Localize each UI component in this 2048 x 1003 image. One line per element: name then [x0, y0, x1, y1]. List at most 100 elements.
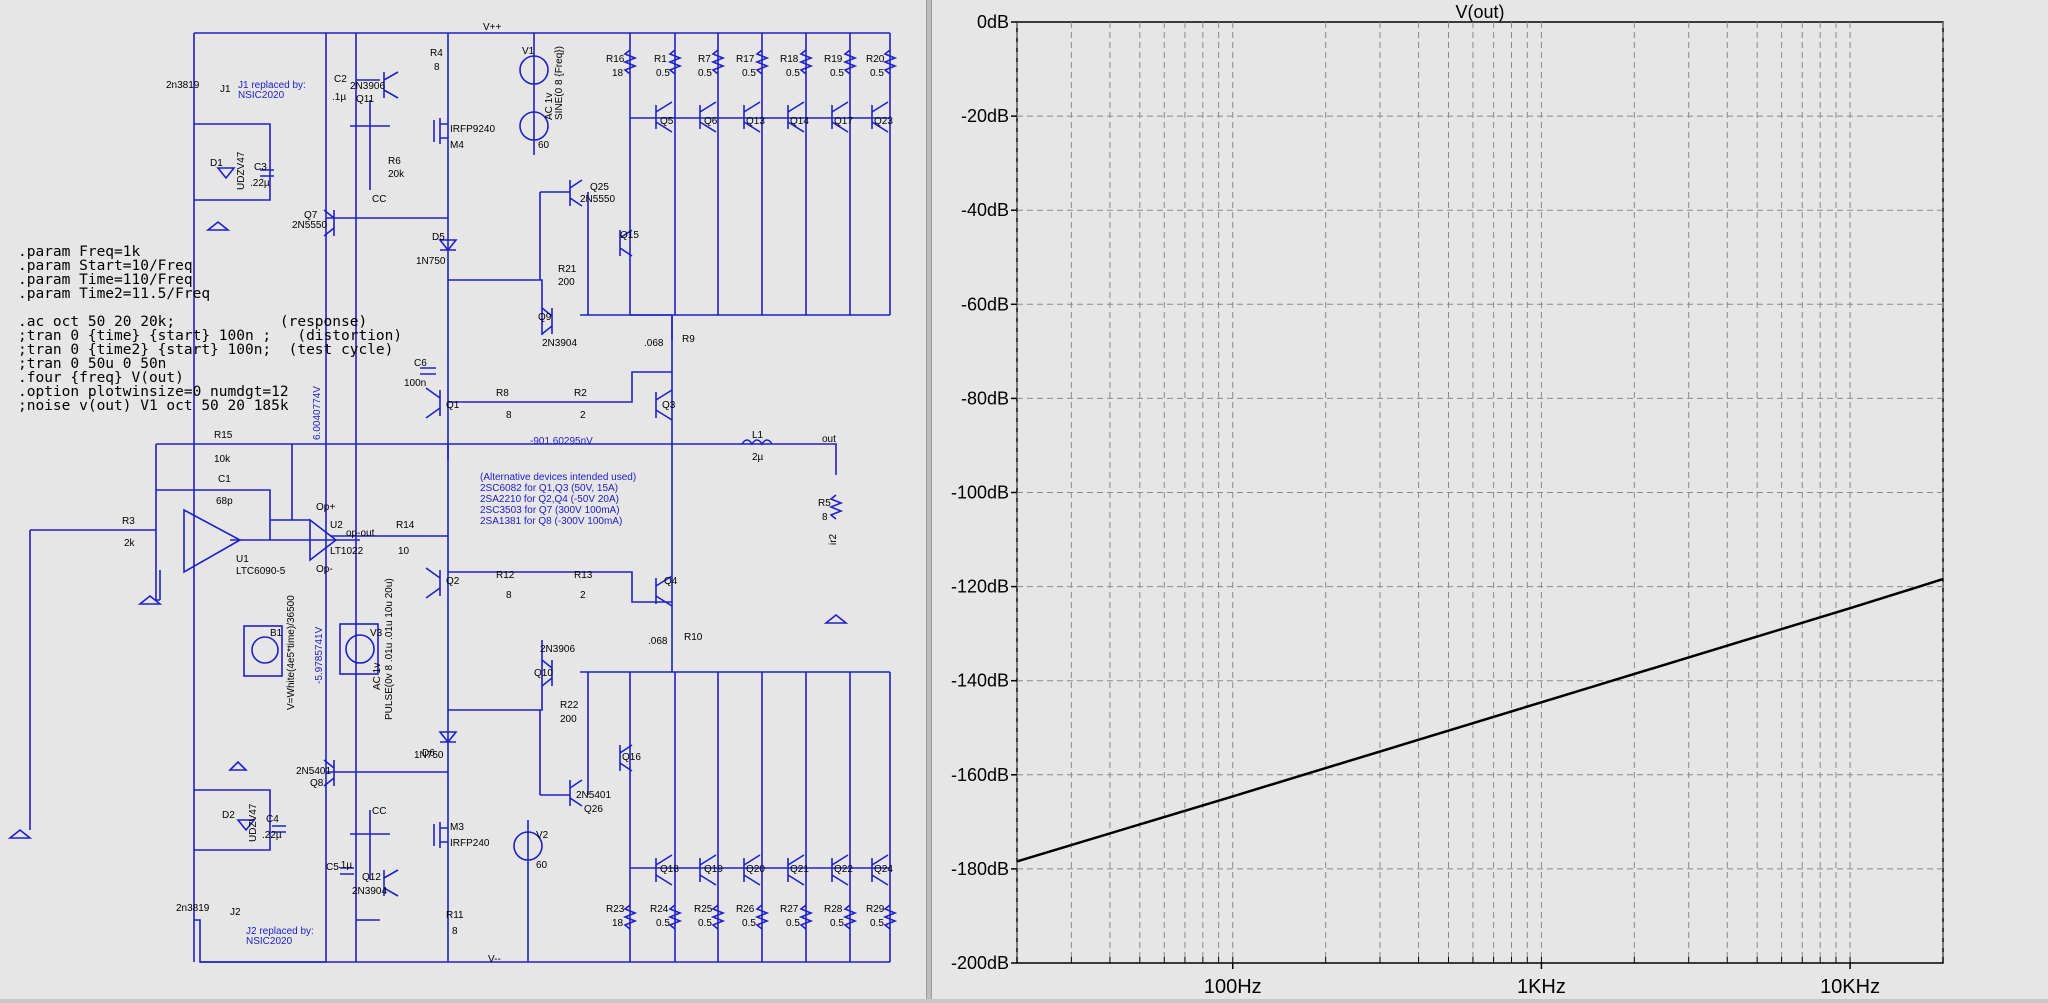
- directive-line-8: ;tran 0 {time2} {start} 100n; (test cycl…: [18, 342, 393, 358]
- label-r4-val: 8: [434, 62, 440, 73]
- label-r-top-3-val: 0.5: [698, 68, 712, 79]
- label-r8-val: 8: [506, 410, 512, 421]
- label-c5: C5: [326, 862, 339, 873]
- directive-line-11: .option plotwinsize=0 numdgt=12: [18, 384, 289, 400]
- schematic-pane[interactable]: V++ V-- out op-out CC CC Op+ Op- -901.60…: [0, 0, 926, 1003]
- label-c3-val: .22µ: [250, 178, 270, 189]
- label-q1: Q1: [446, 400, 460, 411]
- label-q25: Q25: [590, 182, 609, 193]
- label-r-bot-4-name: R26: [736, 904, 755, 915]
- voltage-label-op-neg: -5.9785741V: [314, 626, 325, 684]
- label-r3: R3: [122, 516, 135, 527]
- label-q12: Q12: [362, 872, 381, 883]
- label-r-top-2-name: R1: [654, 54, 667, 65]
- label-r-top-1-val: 18: [612, 68, 624, 79]
- label-r-bot-2-val: 0.5: [656, 918, 670, 929]
- net-label-op-neg: Op-: [316, 564, 333, 575]
- label-r-top-5-val: 0.5: [786, 68, 800, 79]
- label-b1: B1: [270, 628, 283, 639]
- net-label-op-pos: Op+: [316, 502, 335, 513]
- label-d1-part: UDZV47: [236, 151, 247, 190]
- label-r4: R4: [430, 48, 443, 59]
- label-r22-val: 200: [560, 714, 577, 725]
- pane-splitter[interactable]: [926, 0, 932, 1003]
- y-tick-label: -40dB: [961, 200, 1009, 220]
- label-r-bot-3-name: R25: [694, 904, 713, 915]
- label-c1-val: 68p: [216, 496, 233, 507]
- waveform-plot[interactable]: 0dB-20dB-40dB-60dB-80dB-100dB-120dB-140d…: [932, 0, 2048, 1003]
- label-v1: V1: [522, 46, 535, 57]
- net-label-cc-top: CC: [372, 194, 386, 205]
- label-r14-val: 10: [398, 546, 410, 557]
- label-d5-part: 1N750: [416, 256, 446, 267]
- y-tick-label: -100dB: [951, 483, 1009, 503]
- label-d1: D1: [210, 158, 223, 169]
- y-tick-label: -180dB: [951, 859, 1009, 879]
- schematic-canvas[interactable]: V++ V-- out op-out CC CC Op+ Op- -901.60…: [0, 0, 926, 1003]
- label-r14: R14: [396, 520, 415, 531]
- label-q-bot-5: Q22: [834, 864, 853, 875]
- label-m3-part: IRFP240: [450, 838, 490, 849]
- label-r2: R2: [574, 388, 587, 399]
- spice-directives[interactable]: .param Freq=1k .param Start=10/Freq .par…: [18, 244, 402, 414]
- label-r-bot-7-name: R29: [866, 904, 885, 915]
- label-j2: J2: [230, 907, 241, 918]
- label-r12-val: 8: [506, 590, 512, 601]
- label-r-bot-7-val: 0.5: [870, 918, 884, 929]
- label-r-bot-2-name: R24: [650, 904, 669, 915]
- label-m3: M3: [450, 822, 464, 833]
- label-q9-part: 2N3904: [542, 338, 577, 349]
- label-r21-val: 200: [558, 277, 575, 288]
- plot-title: V(out): [1455, 2, 1504, 22]
- directive-line-2: .param Start=10/Freq: [18, 258, 193, 274]
- label-q12-part: 2N3904: [352, 886, 387, 897]
- label-q4: Q4: [664, 576, 678, 587]
- label-q-bot-1: Q18: [660, 864, 679, 875]
- label-r-top-5-name: R18: [780, 54, 799, 65]
- label-v3-pulse: PULSE(0v 8 .01u .01u 10u 20u): [384, 578, 395, 720]
- label-v1-sine: SINE(0 8 {Freq}): [554, 46, 565, 120]
- j1-note-line-1: J1 replaced by:: [238, 80, 306, 91]
- voltage-label-out: -901.60295nV: [530, 436, 593, 447]
- label-q-bot-6: Q24: [874, 864, 893, 875]
- label-c4: C4: [266, 814, 279, 825]
- net-label-opout: op-out: [346, 528, 375, 539]
- label-r6-val: 20k: [388, 169, 405, 180]
- label-r2-val: 2: [580, 410, 586, 421]
- label-v2: V2: [536, 830, 549, 841]
- y-tick-label: -200dB: [951, 953, 1009, 973]
- label-m4-part: IRFP9240: [450, 124, 495, 135]
- label-j1-part: 2n3819: [166, 80, 200, 91]
- label-v1-ac: AC 1v: [544, 93, 555, 120]
- label-c2: C2: [334, 74, 347, 85]
- alt-note-line-5: 2SA1381 for Q8 (-300V 100mA): [480, 516, 622, 527]
- label-m4: M4: [450, 140, 464, 151]
- plot-ticks: 0dB-20dB-40dB-60dB-80dB-100dB-120dB-140d…: [951, 12, 1944, 998]
- label-r-top-2-val: 0.5: [656, 68, 670, 79]
- label-r10-val: .068: [648, 636, 668, 647]
- label-r9: R9: [682, 334, 695, 345]
- label-c1: C1: [218, 474, 231, 485]
- x-tick-label: 10KHz: [1820, 976, 1880, 998]
- label-v2-val: 60: [536, 860, 548, 871]
- j2-note-line-1: J2 replaced by:: [246, 926, 314, 937]
- directive-line-12: ;noise v(out) V1 oct 50 20 185k: [18, 398, 289, 414]
- label-r-top-4-val: 0.5: [742, 68, 756, 79]
- label-r-top-6-name: R19: [824, 54, 843, 65]
- label-r-top-7-name: R20: [866, 54, 885, 65]
- label-q7-part: 2N5550: [292, 220, 327, 231]
- y-tick-label: -140dB: [951, 671, 1009, 691]
- label-r-bot-3-val: 0.5: [698, 918, 712, 929]
- label-q-top-6: Q23: [874, 116, 893, 127]
- directive-line-3: .param Time=110/Freq: [18, 272, 193, 288]
- alt-note-line-1: (Alternative devices intended used): [480, 472, 636, 483]
- alt-note-line-3: 2SA2210 for Q2,Q4 (-50V 20A): [480, 494, 619, 505]
- net-label-out: out: [822, 434, 836, 445]
- label-r5-val: 8: [822, 512, 828, 523]
- schematic-labels: V++ V-- out op-out CC CC Op+ Op- -901.60…: [122, 22, 893, 965]
- waveform-plot-pane[interactable]: 0dB-20dB-40dB-60dB-80dB-100dB-120dB-140d…: [932, 0, 2048, 1003]
- schematic-wires: [29, 32, 891, 963]
- label-c4-val: .22µ: [262, 830, 282, 841]
- alt-note-line-2: 2SC6082 for Q1,Q3 (50V, 15A): [480, 483, 618, 494]
- y-tick-label: -80dB: [961, 388, 1009, 408]
